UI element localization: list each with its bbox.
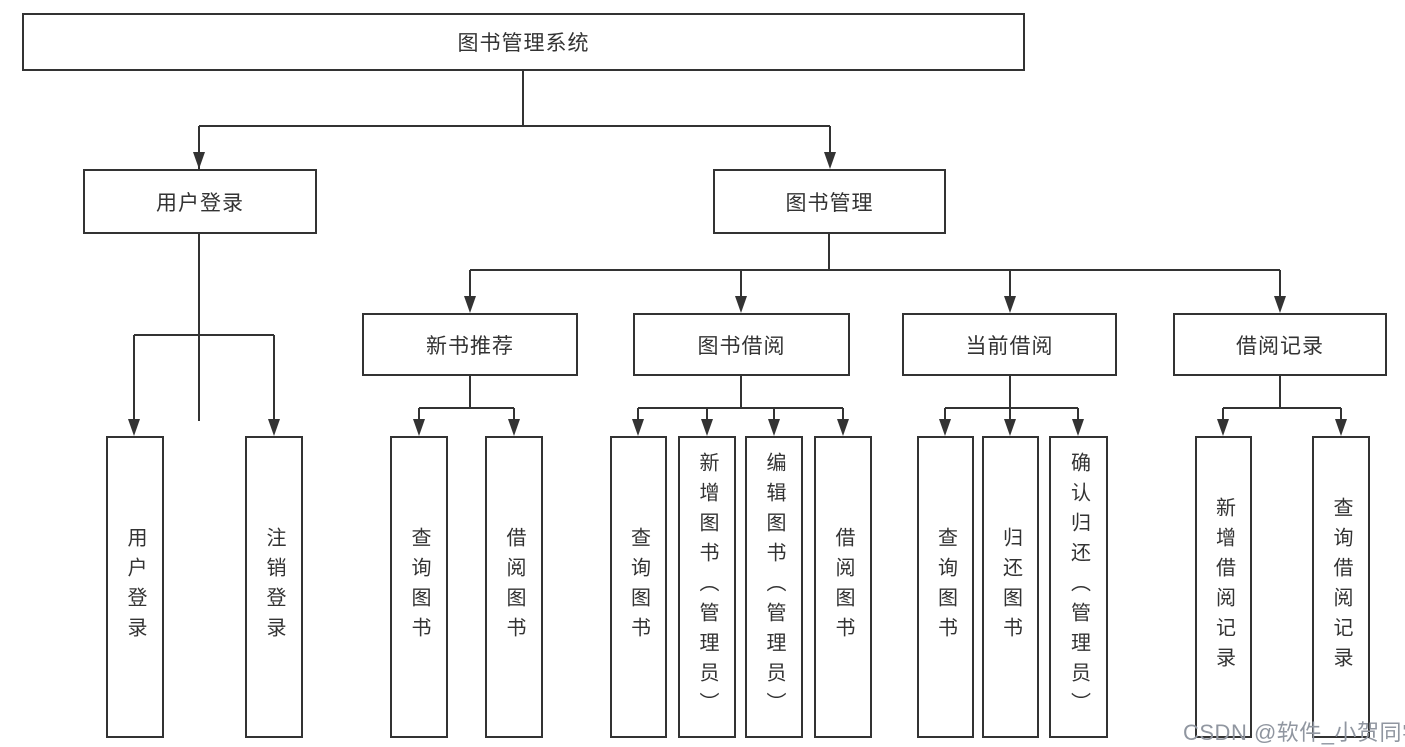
node-current-borrow: 当前借阅 bbox=[902, 313, 1117, 376]
leaf-bb-query-book-label: 查询图书 bbox=[627, 527, 650, 647]
arrow-down-icon bbox=[735, 296, 747, 313]
arrow-down-icon bbox=[939, 419, 951, 436]
node-root: 图书管理系统 bbox=[22, 13, 1025, 71]
arrow-down-icon bbox=[464, 296, 476, 313]
leaf-br-query-borrow-record: 查询借阅记录 bbox=[1312, 436, 1370, 738]
connector-line bbox=[637, 376, 844, 421]
connector-book-mgmt-children bbox=[469, 233, 1281, 298]
arrow-down-icon bbox=[508, 419, 520, 436]
leaf-br-query-borrow-record-label: 查询借阅记录 bbox=[1330, 497, 1352, 677]
connector-line bbox=[1222, 376, 1342, 421]
node-borrow-record-label: 借阅记录 bbox=[1236, 334, 1324, 358]
connector-user-login-children bbox=[133, 233, 275, 421]
connector-root-to-level2 bbox=[198, 71, 831, 421]
arrow-down-icon bbox=[1274, 296, 1286, 313]
leaf-cb-return-book-label: 归还图书 bbox=[999, 527, 1022, 647]
node-borrow-record: 借阅记录 bbox=[1173, 313, 1387, 376]
connector-borrow-record-children bbox=[1222, 376, 1342, 421]
leaf-bb-query-book: 查询图书 bbox=[610, 436, 667, 738]
connector-book-borrow-children bbox=[637, 376, 844, 421]
leaf-br-add-borrow-record-label: 新增借阅记录 bbox=[1212, 497, 1235, 677]
node-user-login: 用户登录 bbox=[83, 169, 317, 234]
arrow-down-icon bbox=[632, 419, 644, 436]
arrowheads bbox=[128, 152, 1347, 436]
node-book-borrow: 图书借阅 bbox=[633, 313, 850, 376]
watermark: CSDN @软件_小贺同学 bbox=[1183, 720, 1405, 745]
leaf-bb-edit-book-admin-label: 编辑图书（管理员） bbox=[763, 452, 785, 722]
arrow-down-icon bbox=[768, 419, 780, 436]
arrow-down-icon bbox=[1335, 419, 1347, 436]
arrow-down-icon bbox=[701, 419, 713, 436]
connector-current-borrow-children bbox=[944, 376, 1079, 421]
connector-new-book-children bbox=[418, 376, 515, 421]
node-book-mgmt: 图书管理 bbox=[713, 169, 946, 234]
arrow-down-icon bbox=[268, 419, 280, 436]
node-root-label: 图书管理系统 bbox=[457, 32, 590, 55]
node-current-borrow-label: 当前借阅 bbox=[965, 334, 1054, 358]
leaf-bb-add-book-admin-label: 新增图书（管理员） bbox=[696, 452, 718, 722]
leaf-bb-borrow-book-label: 借阅图书 bbox=[832, 527, 854, 647]
node-book-mgmt-label: 图书管理 bbox=[785, 191, 874, 215]
connector-line bbox=[944, 376, 1079, 421]
arrow-down-icon bbox=[824, 152, 836, 169]
connector-line bbox=[133, 233, 275, 421]
connector-line bbox=[469, 233, 1281, 298]
leaf-nb-borrow-book-label: 借阅图书 bbox=[503, 527, 525, 647]
arrow-down-icon bbox=[413, 419, 425, 436]
leaf-user-login: 用户登录 bbox=[106, 436, 164, 738]
leaf-logout-label: 注销登录 bbox=[263, 527, 285, 647]
leaf-cb-confirm-return-admin-label: 确认归还（管理员） bbox=[1067, 452, 1090, 722]
leaf-user-login-label: 用户登录 bbox=[124, 527, 146, 647]
arrow-down-icon bbox=[193, 152, 205, 169]
leaf-bb-borrow-book: 借阅图书 bbox=[814, 436, 872, 738]
leaf-logout: 注销登录 bbox=[245, 436, 303, 738]
arrow-down-icon bbox=[1072, 419, 1084, 436]
node-book-borrow-label: 图书借阅 bbox=[697, 334, 786, 358]
leaf-br-add-borrow-record: 新增借阅记录 bbox=[1195, 436, 1252, 738]
leaf-cb-query-book: 查询图书 bbox=[917, 436, 974, 738]
node-new-book-recommend: 新书推荐 bbox=[362, 313, 578, 376]
leaf-cb-query-book-label: 查询图书 bbox=[934, 527, 957, 647]
arrow-down-icon bbox=[1004, 296, 1016, 313]
leaf-nb-borrow-book: 借阅图书 bbox=[485, 436, 543, 738]
leaf-cb-confirm-return-admin: 确认归还（管理员） bbox=[1049, 436, 1108, 738]
connector-line bbox=[418, 376, 515, 421]
node-user-login-label: 用户登录 bbox=[156, 191, 244, 215]
leaf-cb-return-book: 归还图书 bbox=[982, 436, 1039, 738]
connector-line bbox=[198, 71, 831, 421]
arrow-down-icon bbox=[128, 419, 140, 436]
leaf-nb-query-book: 查询图书 bbox=[390, 436, 448, 738]
leaf-bb-edit-book-admin: 编辑图书（管理员） bbox=[745, 436, 803, 738]
leaf-nb-query-book-label: 查询图书 bbox=[408, 527, 430, 647]
node-new-book-recommend-label: 新书推荐 bbox=[426, 334, 514, 358]
arrow-down-icon bbox=[1004, 419, 1016, 436]
leaf-bb-add-book-admin: 新增图书（管理员） bbox=[678, 436, 736, 738]
arrow-down-icon bbox=[837, 419, 849, 436]
arrow-down-icon bbox=[1217, 419, 1229, 436]
